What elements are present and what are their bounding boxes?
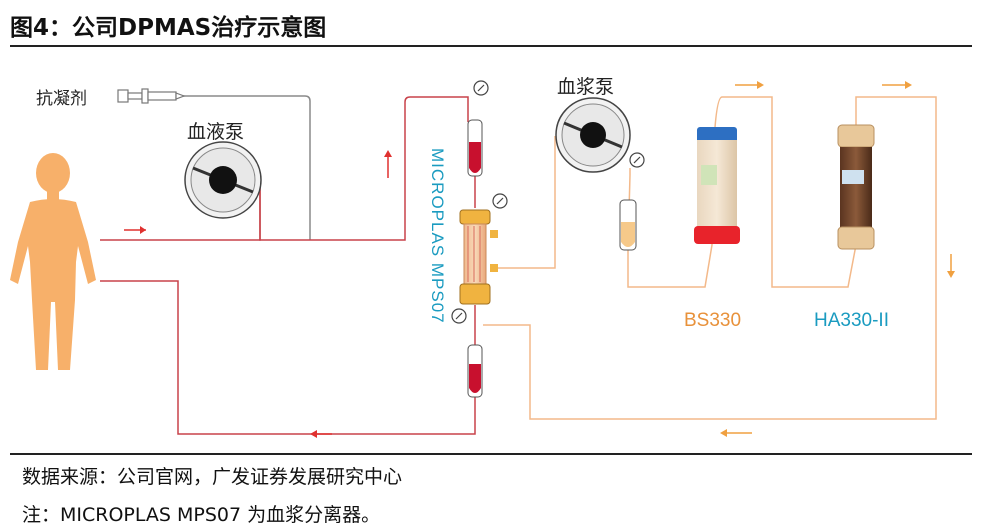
ha330-label: HA330-II [814,310,889,331]
footnote: 注：MICROPLAS MPS07 为血浆分离器。 [22,504,381,526]
plasma-pump-icon [555,97,631,173]
footer-divider [10,453,972,455]
pressure-gauge-icon [451,80,645,324]
figure-title: 图4：公司DPMAS治疗示意图 [10,15,327,41]
anticoagulant-line [183,95,311,240]
lower-blood-chamber [467,344,483,398]
blood-pump-label: 血液泵 [187,121,244,143]
source-note: 数据来源：公司官网，广发证券发展研究中心 [22,466,403,488]
flow-arrows [124,81,955,438]
anticoagulant-label: 抗凝剂 [36,89,87,109]
plasma-lines [483,96,937,420]
plasma-separator-icon [459,209,498,305]
bs330-column-icon [694,127,740,244]
separator-label: MICROPLAS MPS07 [428,148,447,324]
plasma-pump-label: 血浆泵 [557,76,614,98]
title-divider [10,45,972,47]
upper-blood-chamber [467,119,483,177]
human-body-icon [10,153,96,370]
plasma-chamber [619,199,637,251]
bs330-label: BS330 [684,310,741,331]
blood-lines [100,96,476,435]
blood-pump-icon [184,141,262,219]
syringe-icon [117,88,186,104]
ha330-column-icon [837,124,875,250]
